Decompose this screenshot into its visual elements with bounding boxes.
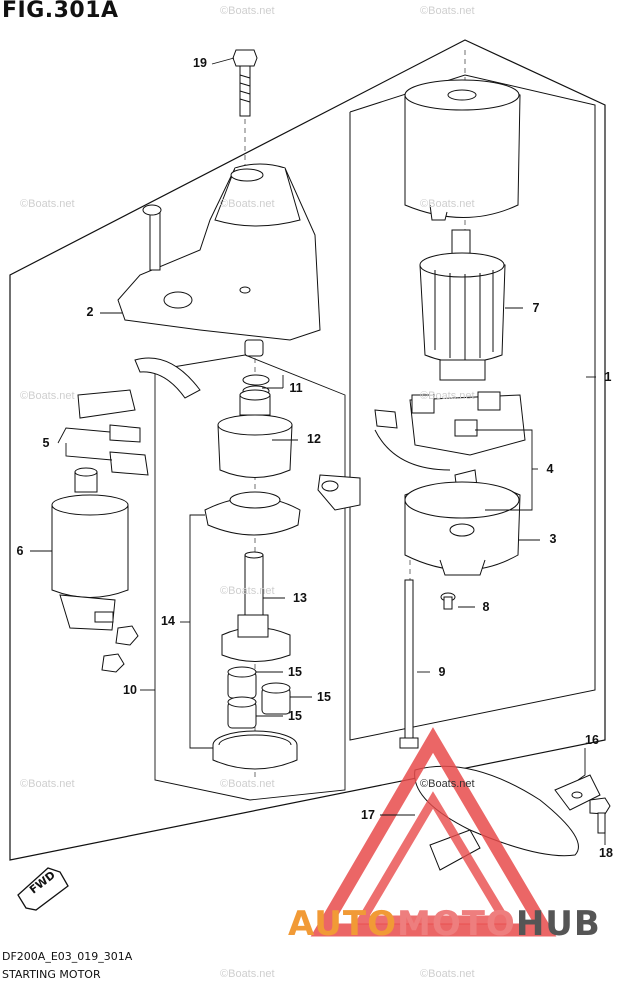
brand-part-moto: MOTO [396,904,516,944]
part-16-strap [554,774,601,811]
callout-17[interactable]: 17 [361,808,375,822]
part-7-motor-yoke [404,79,521,221]
part-14-shaft-assembly [204,491,301,662]
callout-15b[interactable]: 15 [317,690,331,704]
callout-13[interactable]: 13 [293,591,307,605]
watermark: Boats.net [220,585,274,597]
callout-18[interactable]: 18 [599,846,613,860]
callout-1[interactable]: 1 [604,370,612,384]
callout-7[interactable]: 7 [532,301,540,315]
callout-16[interactable]: 16 [585,733,599,747]
diagram-caption: STARTING MOTOR [2,968,101,981]
fwd-arrow [17,867,69,911]
callout-10[interactable]: 10 [123,683,137,697]
internal-gear-ring [212,730,298,770]
watermark: Boats.net [220,198,274,210]
watermark: Boats.net [420,5,474,17]
part-2-housing [117,163,321,357]
part-8-screw [440,592,456,610]
callout-8[interactable]: 8 [482,600,490,614]
part-7-armature [419,229,506,381]
brand-triangle-logo [310,727,557,937]
part-18-bolt [589,797,611,834]
part-4-brush-holder [317,391,526,511]
assembly-boundary [9,39,606,861]
watermark: Boats.net [420,198,474,210]
brand-part-hub: HUB [515,904,601,944]
watermark: Boats.net [20,390,74,402]
part-9-through-bolt [399,579,419,749]
callout-3[interactable]: 3 [549,532,557,546]
figure-title: FIG.301A [2,0,119,23]
diagram-code: DF200A_E03_019_301A [2,950,133,963]
brand-wordmark: AUTOMOTOHUB [288,904,601,944]
brand-part-auto: AUTO [288,904,397,944]
brand-triangle-inner [354,791,513,925]
watermark: Boats.net [420,778,474,790]
callout-5[interactable]: 5 [42,436,50,450]
part-3-end-frame [404,481,521,576]
watermark: Boats.net [220,778,274,790]
callout-11[interactable]: 11 [289,381,303,395]
callout-2[interactable]: 2 [86,305,94,319]
callout-14[interactable]: 14 [161,614,175,628]
callout-12[interactable]: 12 [307,432,321,446]
watermark: Boats.net [20,198,74,210]
part-19-bolt [232,49,258,117]
leader-lines [30,57,606,845]
watermark: Boats.net [420,390,474,402]
callout-15c[interactable]: 15 [288,709,302,723]
watermark: Boats.net [420,968,474,980]
part-15-planetary-gears [227,666,291,729]
watermark: Boats.net [220,5,274,17]
part-6-solenoid [51,467,139,673]
callout-9[interactable]: 9 [438,665,446,679]
callout-15a[interactable]: 15 [288,665,302,679]
watermark: Boats.net [220,968,274,980]
callout-6[interactable]: 6 [16,544,24,558]
part-12-pinion [217,389,293,478]
callout-19[interactable]: 19 [193,56,207,70]
part-5-terminals [77,357,201,476]
callout-4[interactable]: 4 [546,462,554,476]
watermark: Boats.net [20,778,74,790]
